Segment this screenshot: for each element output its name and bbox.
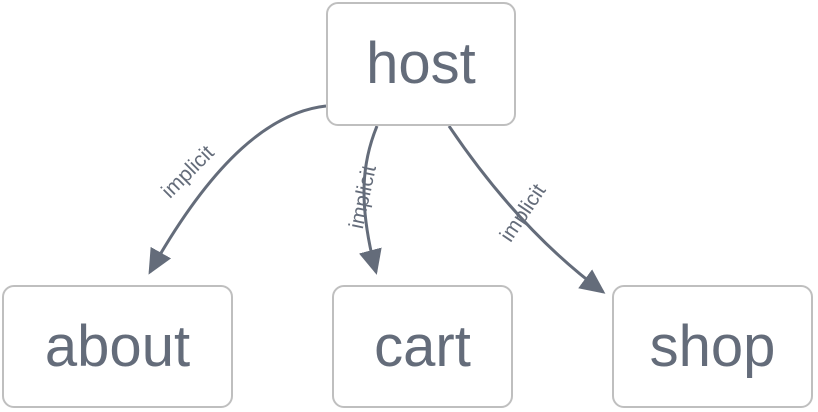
- edge-host-shop: [447, 125, 606, 294]
- edge-host-cart: [359, 125, 382, 275]
- edge-host-about: [148, 104, 327, 275]
- node-about-label: about: [44, 313, 191, 379]
- node-cart-label: cart: [374, 313, 471, 379]
- node-shop[interactable]: shop: [612, 285, 813, 408]
- node-shop-label: shop: [649, 313, 776, 379]
- node-about[interactable]: about: [2, 285, 233, 408]
- node-cart[interactable]: cart: [332, 285, 513, 408]
- node-host-label: host: [366, 31, 476, 96]
- node-host[interactable]: host: [326, 2, 516, 126]
